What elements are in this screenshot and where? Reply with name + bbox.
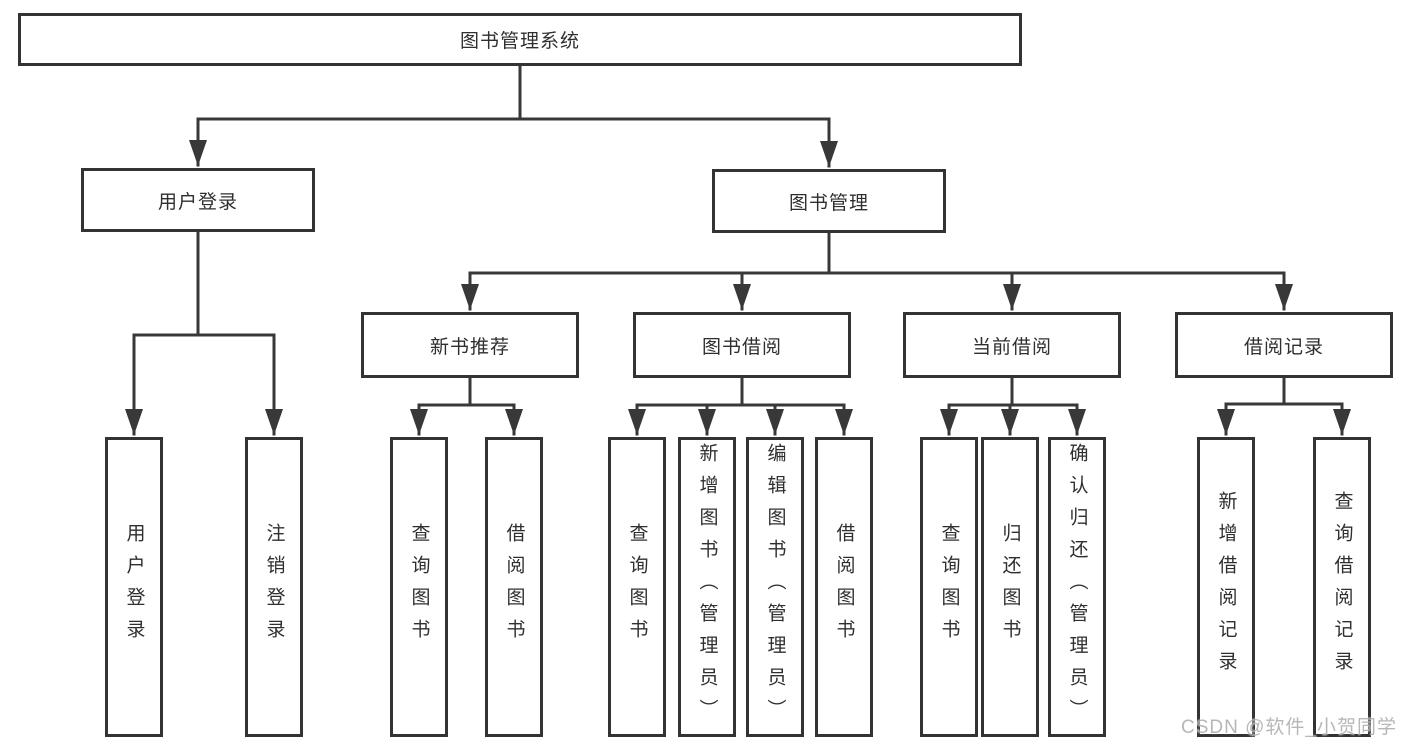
- leaf-query-borrow-record: 查询借阅记录: [1313, 437, 1371, 737]
- node-book-management-label: 图书管理: [788, 192, 869, 214]
- node-user-login-label: 用户登录: [157, 191, 238, 213]
- node-current-borrow: 当前借阅: [903, 312, 1121, 378]
- node-new-book-recommend: 新书推荐: [361, 312, 579, 378]
- leaf-query-book-borrow: 查询图书: [608, 437, 666, 737]
- leaf-add-borrow-record: 新增借阅记录: [1197, 437, 1255, 737]
- node-borrow-records-label: 借阅记录: [1243, 336, 1324, 358]
- root-node-library-system: 图书管理系统: [18, 13, 1022, 66]
- leaf-query-book-current: 查询图书: [920, 437, 978, 737]
- leaf-user-login: 用户登录: [105, 437, 163, 737]
- root-node-label: 图书管理系统: [459, 31, 580, 52]
- leaf-query-book-recommend: 查询图书: [390, 437, 448, 737]
- leaf-add-book-admin: 新增图书（管理员）: [678, 437, 736, 737]
- leaf-confirm-return-admin: 确认归还（管理员）: [1048, 437, 1106, 737]
- csdn-watermark: CSDN @软件_小贺同学: [1181, 717, 1397, 738]
- node-book-borrow-label: 图书借阅: [701, 336, 782, 358]
- node-book-borrow: 图书借阅: [633, 312, 851, 378]
- node-new-book-recommend-label: 新书推荐: [429, 336, 510, 358]
- node-current-borrow-label: 当前借阅: [971, 336, 1052, 358]
- leaf-return-book: 归还图书: [981, 437, 1039, 737]
- leaf-borrow-book: 借阅图书: [815, 437, 873, 737]
- node-user-login: 用户登录: [81, 168, 315, 232]
- leaf-logout: 注销登录: [245, 437, 303, 737]
- leaf-borrow-book-recommend: 借阅图书: [485, 437, 543, 737]
- node-borrow-records: 借阅记录: [1175, 312, 1393, 378]
- node-book-management: 图书管理: [712, 169, 946, 233]
- leaf-edit-book-admin: 编辑图书（管理员）: [746, 437, 804, 737]
